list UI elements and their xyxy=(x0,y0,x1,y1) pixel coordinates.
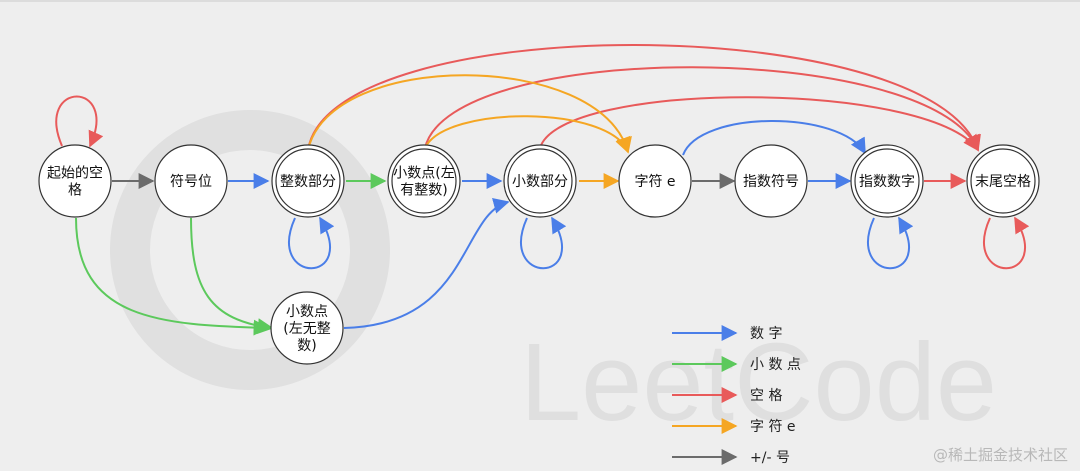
edge-char-e-to-exp-digit xyxy=(682,120,866,156)
state-circle xyxy=(270,291,344,365)
transition-edges xyxy=(55,44,1030,336)
state-label: 小数点(左 xyxy=(393,166,454,182)
state-circle xyxy=(850,144,924,218)
state-label: (左无整 xyxy=(283,321,330,337)
state-label: 有整数) xyxy=(400,183,447,199)
legend-label: 小 数 点 xyxy=(750,357,801,373)
legend-item: 字 符 e xyxy=(672,418,796,435)
legend-label: 字 符 e xyxy=(750,419,796,435)
state-integer: 整数部分 xyxy=(271,144,345,218)
edge-integer-to-end-space xyxy=(307,44,981,152)
accept-ring xyxy=(970,148,1036,214)
loop-start-space xyxy=(55,95,104,148)
state-circle xyxy=(966,144,1040,218)
accept-ring xyxy=(507,148,573,214)
state-label: 符号位 xyxy=(170,174,212,190)
edge-integer-to-char-e xyxy=(307,74,632,154)
state-label: 字符 e xyxy=(634,174,675,190)
watermark-logo: LeetCode xyxy=(110,110,997,444)
state-circle xyxy=(38,144,112,218)
legend-label: 空 格 xyxy=(750,388,782,404)
legend-item: 小 数 点 xyxy=(672,356,801,373)
accept-ring xyxy=(391,148,457,214)
state-circle xyxy=(618,144,692,218)
loop-integer xyxy=(288,216,335,270)
edge-point-to-char-e xyxy=(424,115,631,154)
accept-ring xyxy=(854,148,920,214)
legend-item: 空 格 xyxy=(672,387,782,404)
state-label: 数) xyxy=(297,338,316,354)
state-circle xyxy=(154,144,228,218)
edge-point-no-int-to-fraction xyxy=(343,198,510,329)
state-label: 整数部分 xyxy=(280,174,336,190)
state-label: 末尾空格 xyxy=(975,174,1031,190)
state-circle xyxy=(271,144,345,218)
watermark-text: @稀土掘金技术社区 xyxy=(932,446,1068,464)
edge-sign-to-point-no-int xyxy=(190,217,274,335)
state-circle xyxy=(734,144,808,218)
state-sign: 符号位 xyxy=(154,144,228,218)
legend-label: 数 字 xyxy=(750,326,782,342)
state-exp-sign: 指数符号 xyxy=(734,144,808,218)
state-circle xyxy=(387,144,461,218)
state-label: 小数部分 xyxy=(512,174,568,190)
legend: 数 字小 数 点空 格字 符 e +/- 号 xyxy=(672,325,801,466)
svg-text:LeetCode: LeetCode xyxy=(520,321,997,444)
legend-item: +/- 号 xyxy=(672,449,790,466)
loop-fraction xyxy=(520,216,567,270)
state-label: 指数数字 xyxy=(859,174,915,190)
state-label: 指数符号 xyxy=(743,174,799,190)
state-exp-digit: 指数数字 xyxy=(850,144,924,218)
legend-label: +/- 号 xyxy=(750,450,790,466)
state-label: 小数点 xyxy=(286,304,328,320)
edge-point-to-end-space xyxy=(424,66,980,152)
state-end-space: 末尾空格 xyxy=(966,144,1040,218)
accept-ring xyxy=(275,148,341,214)
state-circle xyxy=(503,144,577,218)
state-fraction: 小数部分 xyxy=(503,144,577,218)
state-char-e: 字符 e xyxy=(618,144,692,218)
state-label: 起始的空 xyxy=(47,166,103,182)
top-border xyxy=(0,0,1080,2)
edge-fraction-to-end-space xyxy=(539,96,979,152)
loop-end-space xyxy=(983,216,1030,270)
edge-start-to-point-no-int xyxy=(75,217,270,336)
state-label: 格 xyxy=(68,183,82,199)
loop-exp-digit xyxy=(867,216,914,270)
legend-item: 数 字 xyxy=(672,325,782,342)
